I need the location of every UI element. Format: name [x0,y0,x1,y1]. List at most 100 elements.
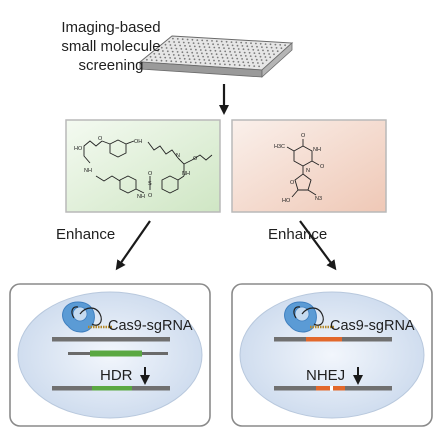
well [273,53,275,56]
well [191,51,194,54]
well [265,59,268,62]
well [203,46,206,48]
well [217,43,219,46]
well [251,58,253,61]
well [173,41,176,43]
well [194,61,197,64]
well [219,63,221,65]
well [280,47,283,50]
well [174,44,177,47]
mol-right-o-ring: O [290,180,295,186]
well [237,61,240,63]
well [226,57,229,59]
edited-dna-hdr [52,386,170,391]
well [252,48,255,51]
well [220,40,223,43]
well [203,59,206,61]
well [176,51,179,53]
well [196,39,199,41]
well [189,61,192,64]
well [276,50,279,53]
well [207,56,209,58]
well [226,44,229,46]
well [175,47,178,50]
mol-right-nh: NH [313,147,321,153]
donor-template [68,350,168,357]
enhance-arrow-right [299,220,337,271]
well [248,64,251,67]
mol-left-o-urea: O [193,156,198,162]
nhej-label: NHEJ [306,367,346,384]
mol-left-ho: HO [74,146,83,152]
well [238,51,241,54]
well [247,48,250,51]
well [153,52,156,55]
well [211,40,213,42]
well [187,54,190,57]
well [260,59,263,61]
well [189,45,191,47]
well [248,51,251,54]
well [246,45,249,48]
well [159,56,162,59]
well [216,56,219,59]
dna-strand-left [52,337,170,342]
well [234,51,236,53]
well [236,57,239,60]
well [242,48,245,51]
well [218,59,220,62]
enhance-label-left: Enhance [56,226,116,243]
well [192,55,195,57]
mol-left-n-urea: N [176,153,180,159]
enhance-arrow-left [115,220,151,271]
well [244,55,247,57]
well [230,54,233,56]
well [232,60,235,63]
well [241,45,244,47]
well [241,58,244,60]
well [223,47,225,49]
well [261,46,263,48]
well [202,42,205,45]
well [261,62,264,65]
well [185,61,187,63]
well [246,58,248,61]
screening-title: Imaging-based small molecule screening [36,18,186,75]
well [225,40,228,43]
well [263,52,266,55]
well [212,43,215,46]
hdr-label: HDR [100,367,133,384]
well [213,59,215,62]
enhance-label-right: Enhance [268,226,328,243]
well [165,60,168,62]
well [179,57,181,60]
well [240,54,242,57]
mol-left-s: S [148,181,152,187]
mol-left-o1: O [148,171,153,177]
mol-right-n3: N3 [315,196,322,202]
well [172,37,174,40]
well [155,59,158,62]
dna-strand-right [274,337,392,342]
well [265,46,268,49]
well [237,48,240,50]
mol-left-nh-left: NH [84,168,92,174]
mol-right-o-right: O [320,164,325,170]
well [196,52,199,54]
well [182,41,185,44]
well [221,56,224,59]
well [251,45,254,48]
well [199,62,202,64]
well [209,62,212,65]
well [222,43,224,46]
well [178,41,180,44]
edited-dna-nhej [274,386,392,391]
well [184,44,186,47]
mol-left-o2: O [148,193,153,199]
well [240,41,243,44]
well [250,42,252,45]
well [219,50,222,52]
well [228,63,231,66]
well [258,52,261,55]
